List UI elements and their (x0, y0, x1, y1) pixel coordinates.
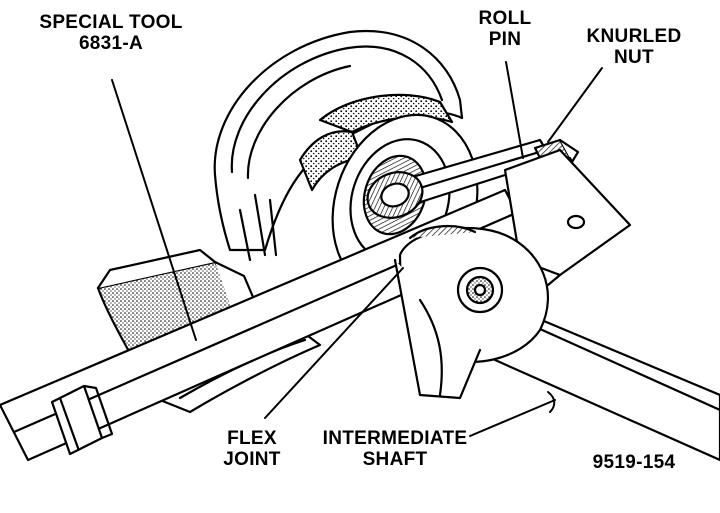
label-intermediate-shaft-line2: SHAFT (362, 449, 428, 470)
figure-id: 9519-154 (592, 452, 676, 473)
label-roll-pin-line2: PIN (488, 29, 522, 50)
label-knurled-nut: KNURLED NUT (580, 26, 688, 68)
leader-roll-pin (505, 61, 524, 159)
label-roll-pin-line1: ROLL (478, 8, 532, 29)
leader-intermediate-shaft (469, 399, 556, 437)
label-special-tool-line1: SPECIAL TOOL (39, 12, 183, 33)
flex-joint-yoke (393, 225, 549, 400)
label-special-tool-line2: 6831-A (78, 33, 144, 54)
leader-flex-joint (264, 267, 404, 419)
label-intermediate-shaft: INTERMEDIATE SHAFT (314, 428, 476, 470)
label-flex-joint: FLEX JOINT (212, 428, 292, 470)
splined-hub (366, 171, 424, 219)
gear-housing (213, 29, 464, 262)
leader-knurled-nut (547, 67, 603, 143)
label-knurled-nut-line2: NUT (614, 47, 654, 68)
label-roll-pin: ROLL PIN (470, 8, 540, 50)
label-special-tool: SPECIAL TOOL 6831-A (36, 12, 186, 54)
leader-special-tool (111, 79, 197, 341)
label-flex-joint-line2: JOINT (223, 449, 281, 470)
shaft-break-mark (547, 391, 556, 413)
label-intermediate-shaft-line1: INTERMEDIATE (322, 428, 468, 449)
leader-lines (111, 61, 603, 437)
label-flex-joint-line1: FLEX (227, 428, 277, 449)
label-knurled-nut-line1: KNURLED (586, 26, 682, 47)
